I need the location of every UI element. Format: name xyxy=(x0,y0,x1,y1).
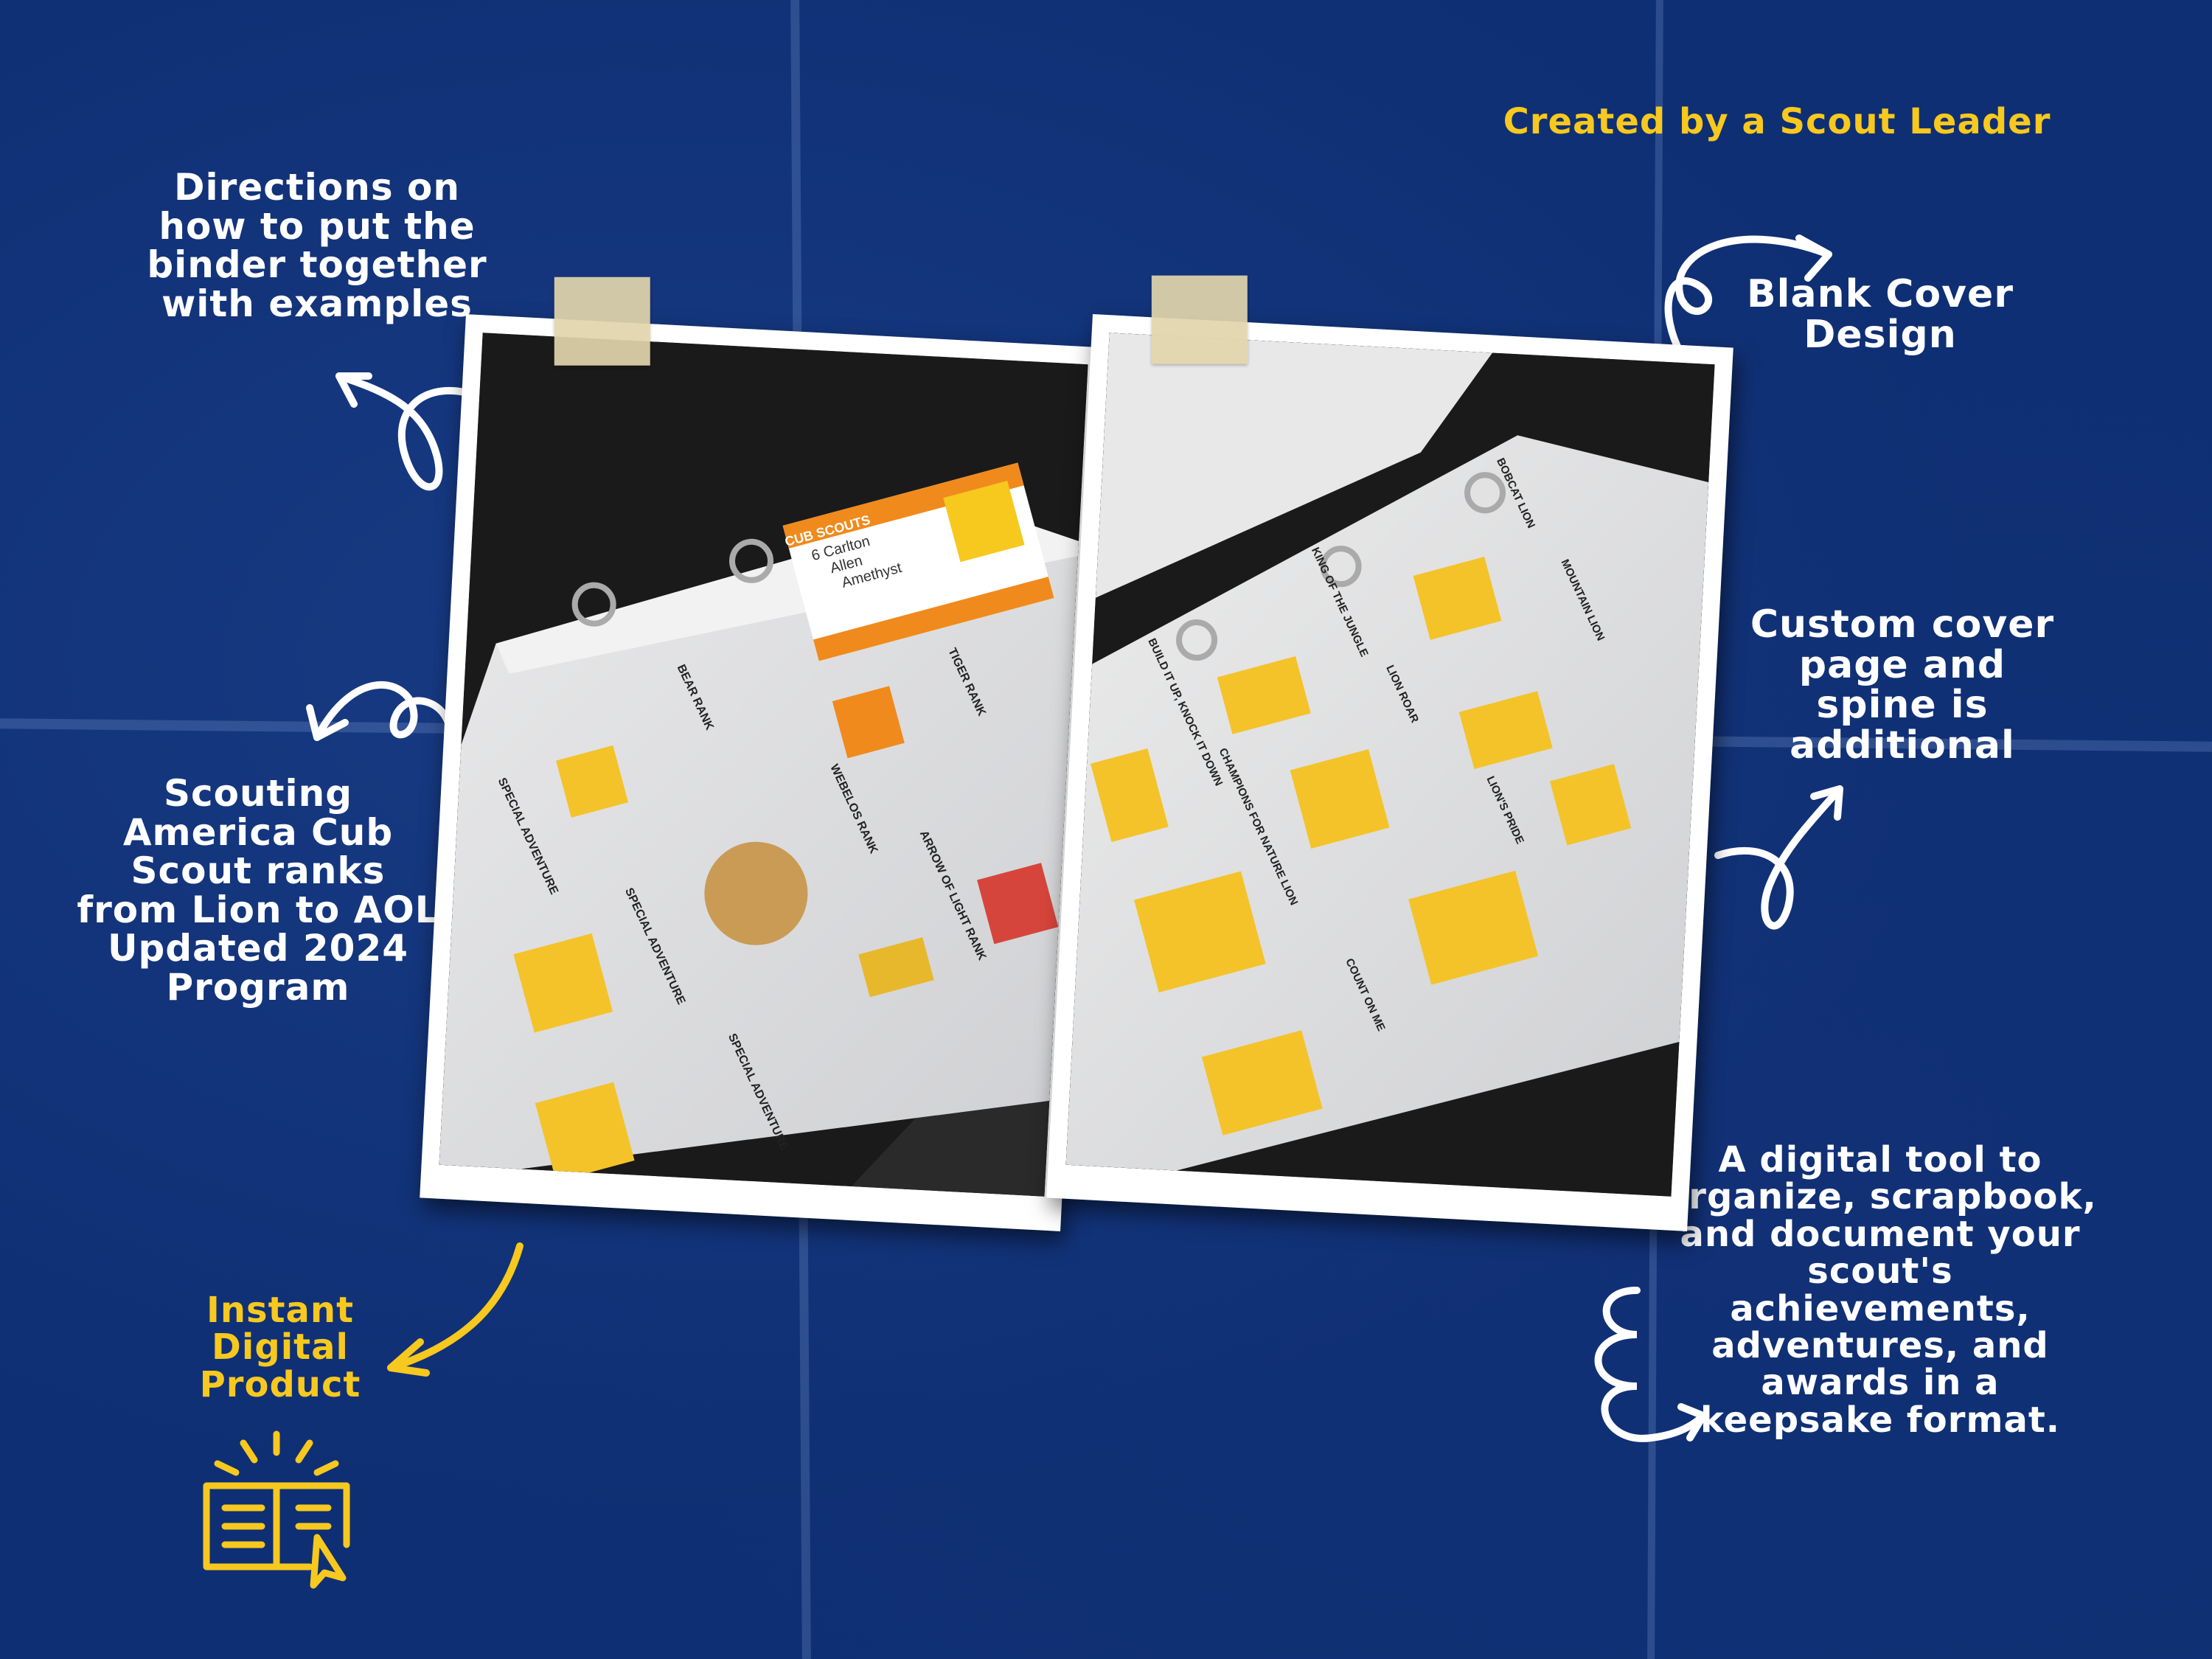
blank-cover-note: Blank Cover Design xyxy=(1747,272,2014,357)
binder-illustration-left xyxy=(439,333,1088,1197)
arrow-icon xyxy=(1714,785,1843,930)
arrow-icon xyxy=(1664,234,1832,358)
arrow-icon xyxy=(1594,1287,1707,1442)
tape xyxy=(554,276,650,366)
arrow-icon xyxy=(387,1242,524,1377)
binder-photo-left: CUB SCOUTS 6 Carlton Allen Amethyst LION… xyxy=(420,276,1107,1231)
open-book-cursor-icon xyxy=(203,1430,350,1589)
credit-text: Created by a Scout Leader xyxy=(1503,101,2051,142)
instant-note: Instant Digital Product xyxy=(199,1290,361,1405)
digital-tool-note: A digital tool to organize, scrapbook, a… xyxy=(1663,1139,2097,1441)
arrow-icon xyxy=(335,372,468,491)
arrow-icon xyxy=(306,681,454,748)
binder-illustration-right xyxy=(1065,333,1715,1197)
binder-photo-right: BOBCAT LION KING OF THE JUNGLE MOUNTAIN … xyxy=(1046,275,1733,1231)
ranks-note: Scouting America Cub Scout ranks from Li… xyxy=(77,772,439,1009)
tape xyxy=(1151,275,1248,364)
custom-cover-note: Custom cover page and spine is additiona… xyxy=(1750,602,2055,768)
directions-note: Directions on how to put the binder toge… xyxy=(147,166,487,325)
